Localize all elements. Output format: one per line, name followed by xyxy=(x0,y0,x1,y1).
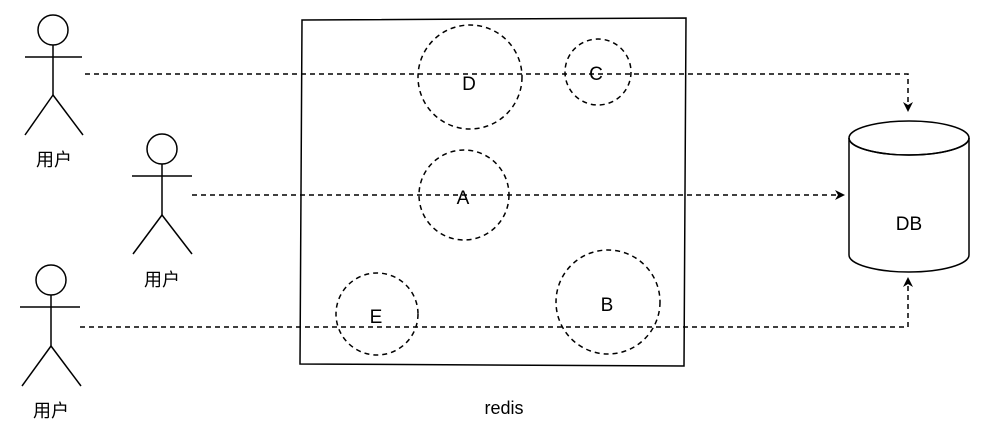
redis-cache-box: redis xyxy=(299,17,687,418)
cache-key-c-label: C xyxy=(589,64,603,85)
user-figure-3: 用户 xyxy=(20,264,82,421)
redis-label: redis xyxy=(484,398,523,418)
cache-key-d: D xyxy=(417,24,523,130)
cache-key-e: E xyxy=(335,272,419,356)
user-label-1: 用户 xyxy=(36,150,72,170)
user-label-3: 用户 xyxy=(33,401,69,421)
cache-key-a-label: A xyxy=(457,188,470,209)
user-figure-2: 用户 xyxy=(132,133,193,290)
cache-key-b-label: B xyxy=(601,295,614,316)
cache-key-c: C xyxy=(564,38,632,106)
user-label-2: 用户 xyxy=(144,270,180,290)
request-arrow-bottom xyxy=(80,277,913,328)
cache-key-b: B xyxy=(555,249,661,355)
user-icon xyxy=(24,14,84,136)
cache-key-d-label: D xyxy=(462,74,476,95)
request-arrow-top xyxy=(85,73,913,112)
user-figure-1: 用户 xyxy=(24,14,84,170)
user-icon xyxy=(20,264,82,387)
db-label: DB xyxy=(896,214,922,235)
db-cylinder: DB xyxy=(848,120,970,273)
user-icon xyxy=(132,133,193,255)
cache-key-e-label: E xyxy=(370,307,383,328)
